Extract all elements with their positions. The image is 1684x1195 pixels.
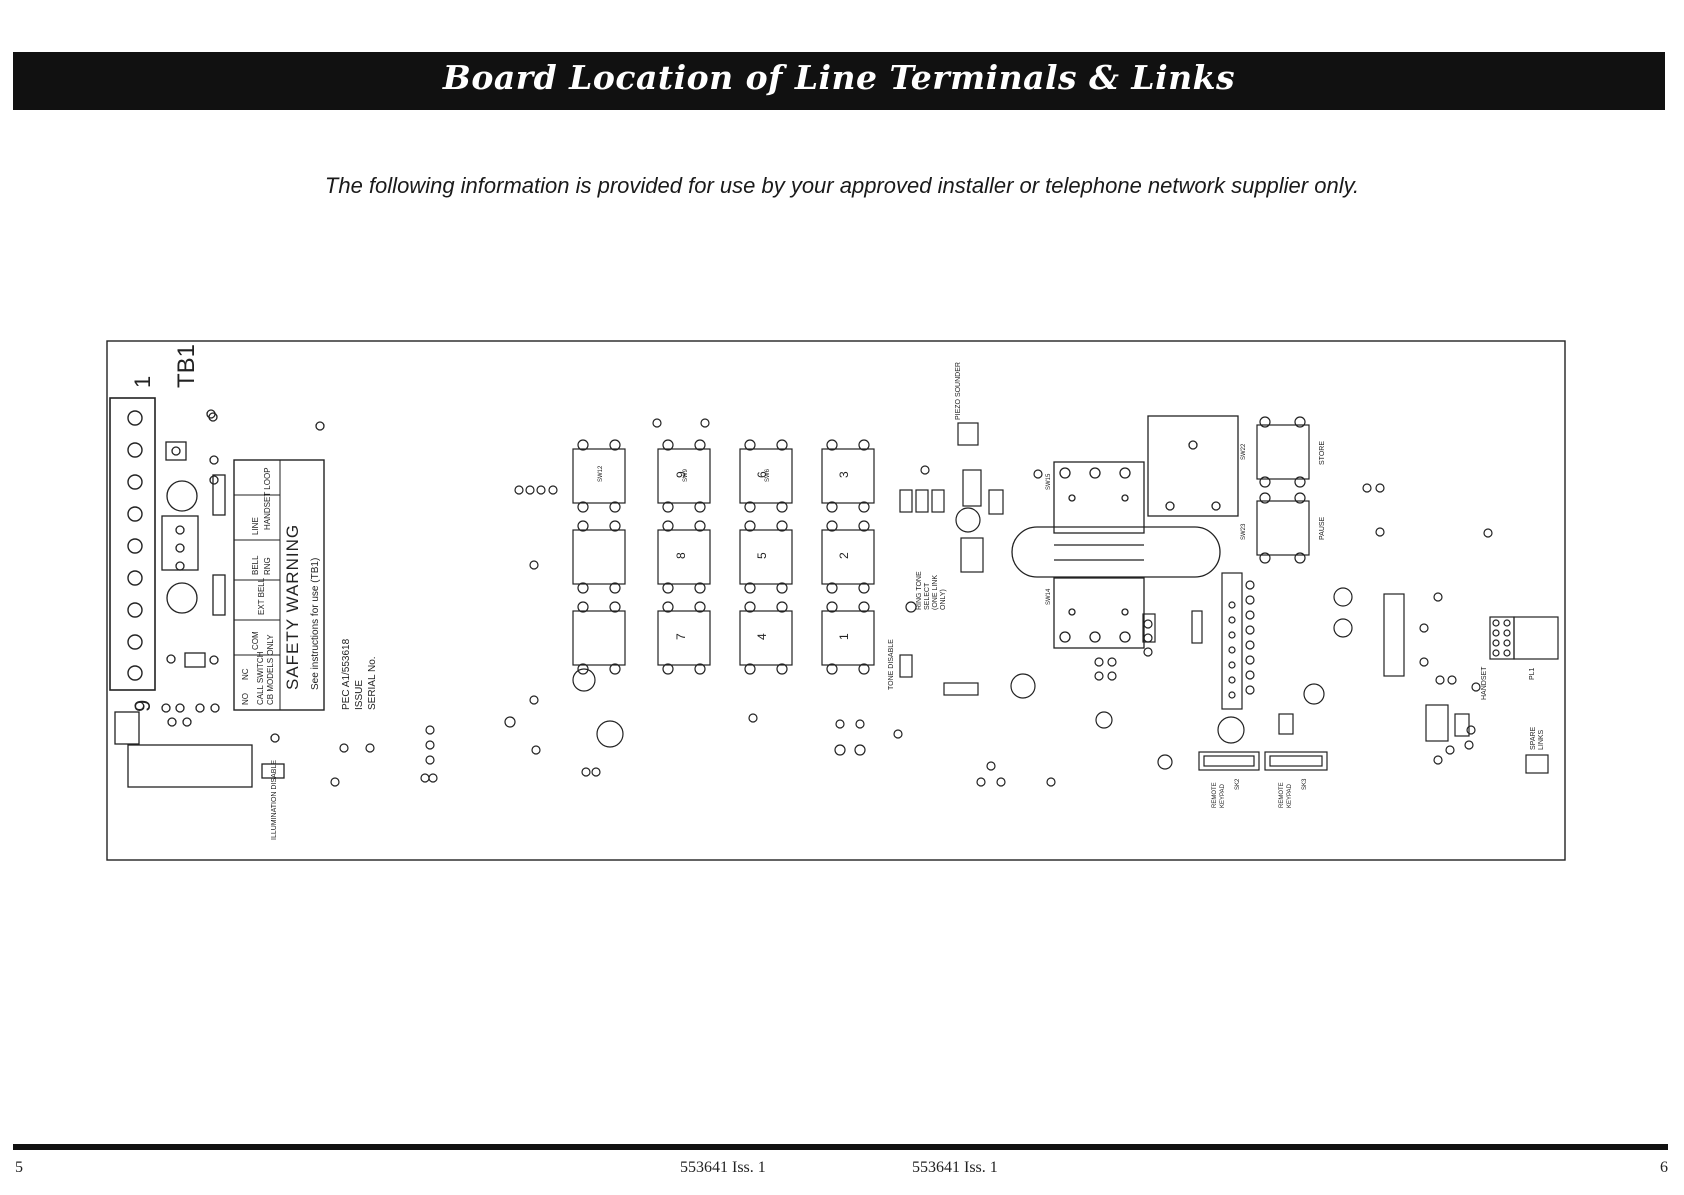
pec-line: SERIAL No. [367,656,378,710]
ring-tone-label: RING TONE [916,571,923,610]
ring-tone-text: RING TONE SELECT (ONE LINK ONLY) TONE DI… [888,362,962,690]
terminal-label: COM [251,631,260,650]
tb1-label: TB1 [173,344,200,388]
store-label: STORE [1319,441,1326,465]
warning-panel: SAFETY WARNING See instructions for use … [233,459,325,711]
switch-reference-labels: SW15 SW14 SW22 SW23 SW12 SW9 SW6 [598,443,1247,605]
board-outline [106,340,1566,861]
terminal-label: LINE [251,517,260,535]
key-number: 1 [837,633,851,640]
store-pause-text: STORE PAUSE [1319,441,1326,540]
switch-label: SW14 [1046,588,1052,605]
switch-label: SW15 [1046,473,1052,490]
switch-label: SW23 [1241,523,1247,540]
key-number: 9 [674,471,688,478]
terminal-label: RNG [263,557,272,575]
page-number-right: 6 [1660,1159,1668,1176]
left-components [114,409,325,788]
ring-tone-label: SELECT [924,582,931,610]
terminal-label: EXT BELL [257,577,266,615]
terminal-block-tb1: TB1 1 9 [109,344,200,712]
switch-label: SW12 [598,465,604,482]
illumination-disable-label: ILLUMINATION DISABLE [271,760,278,840]
keypad-numbers: 9 6 3 8 5 2 7 4 1 [674,471,851,640]
pec-text: PEC A1/553618 ISSUE SERIAL No. [341,638,378,710]
misc-test-points-left [330,418,758,787]
page-number-left: 5 [15,1159,23,1176]
pl1-label: PL1 [1529,667,1536,680]
page-title: Board Location of Line Terminals & Links [442,58,1236,97]
remote-keypad-1-label: SK2 [1235,778,1241,790]
ring-tone-label: ONLY) [940,589,947,610]
switch-label: SW6 [765,468,771,482]
switch-label: SW9 [683,468,689,482]
keypad-switches [572,439,875,756]
doc-id-right: 553641 Iss. 1 [912,1159,998,1176]
remote-keypad-connectors [1198,751,1328,771]
terminal-label: HANDSET LOOP [263,467,272,530]
pec-line: PEC A1/553618 [341,638,352,710]
remote-keypad-text: REMOTE KEYPAD SK2 REMOTE KEYPAD SK3 [1212,778,1308,808]
terminal-label: NO [241,693,250,705]
key-number: 8 [674,552,688,559]
tb1-pin-bottom: 9 [130,700,155,712]
spare-links-label: SPARE [1530,726,1537,750]
tone-disable-label: TONE DISABLE [888,639,895,690]
pause-label: PAUSE [1319,516,1326,540]
key-number: 5 [755,552,769,559]
remote-keypad-1-label: KEYPAD [1220,783,1226,808]
tb1-pin-top: 1 [130,376,155,388]
key-number: 6 [755,471,769,478]
pec-line: ISSUE [354,680,365,710]
handset-switch-area [1011,415,1239,649]
key-number: 4 [755,633,769,640]
safety-warning-subtitle: See instructions for use (TB1) [310,558,321,690]
remote-keypad-2-label: SK3 [1302,778,1308,790]
key-number: 3 [837,471,851,478]
ic-packages [1094,572,1481,770]
handset-connector [1489,616,1559,774]
terminal-label: BELL [251,555,260,575]
key-number: 7 [674,633,688,640]
page-subtitle: The following information is provided fo… [324,173,1360,198]
call-switch-sub: CB MODELS ONLY [266,634,275,705]
handset-label: HANDSET [1481,666,1488,700]
spare-links-label: LINKS [1538,729,1545,750]
piezo-label: PIEZO SOUNDER [955,362,962,420]
switch-label: SW22 [1241,443,1247,460]
title-bar: Board Location of Line Terminals & Links [13,52,1665,110]
key-number: 2 [837,552,851,559]
handset-connector-text: HANDSET PL1 SPARE LINKS [1481,666,1545,750]
footer-rule [13,1144,1668,1150]
ring-tone-label: (ONE LINK [932,575,939,610]
terminal-label-table: HANDSET LOOP LINE BELL RNG EXT BELL COM … [234,467,280,705]
call-switch-label: CALL SWITCH [256,651,265,705]
remote-keypad-1-label: REMOTE [1212,782,1218,808]
safety-warning-title: SAFETY WARNING [283,524,302,690]
terminal-label: NC [241,668,250,680]
remote-keypad-2-label: REMOTE [1279,782,1285,808]
doc-id-left: 553641 Iss. 1 [680,1159,766,1176]
remote-keypad-2-label: KEYPAD [1287,783,1293,808]
ring-tone-links [893,422,1056,787]
store-pause-switches [1256,416,1493,602]
